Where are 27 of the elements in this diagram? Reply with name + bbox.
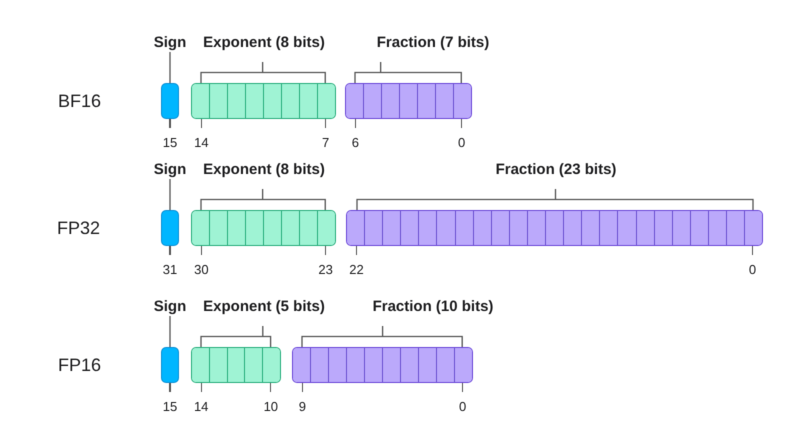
bit-index: 15: [162, 135, 178, 151]
field-heading: Sign: [154, 298, 186, 316]
format-label: FP32: [57, 217, 100, 239]
bit-index: 23: [318, 262, 333, 278]
field-heading: Fraction (7 bits): [376, 34, 490, 52]
bit-index: 9: [298, 399, 306, 415]
format-label: FP16: [58, 354, 102, 376]
field-heading: Exponent (8 bits): [203, 34, 325, 52]
bit-index: 14: [194, 399, 208, 415]
field-heading: Fraction (23 bits): [496, 161, 616, 179]
bit-index: 30: [194, 262, 209, 278]
field-heading: Exponent (5 bits): [203, 298, 325, 316]
bit-index: 0: [748, 262, 756, 278]
field-heading: Exponent (8 bits): [203, 161, 325, 179]
bit-index: 15: [162, 399, 178, 415]
bit-index: 7: [322, 135, 330, 151]
bit-index: 14: [194, 135, 209, 151]
field-heading: Sign: [154, 34, 186, 52]
bit-index: 10: [264, 399, 278, 415]
field-heading: Sign: [154, 161, 186, 179]
field-heading: Fraction (10 bits): [372, 298, 494, 316]
bit-index: 6: [352, 135, 359, 151]
bit-index: 31: [162, 262, 178, 278]
bit-index: 22: [349, 262, 364, 278]
format-label: BF16: [58, 90, 102, 112]
bit-index: 0: [458, 399, 466, 415]
bit-index: 0: [458, 135, 466, 151]
